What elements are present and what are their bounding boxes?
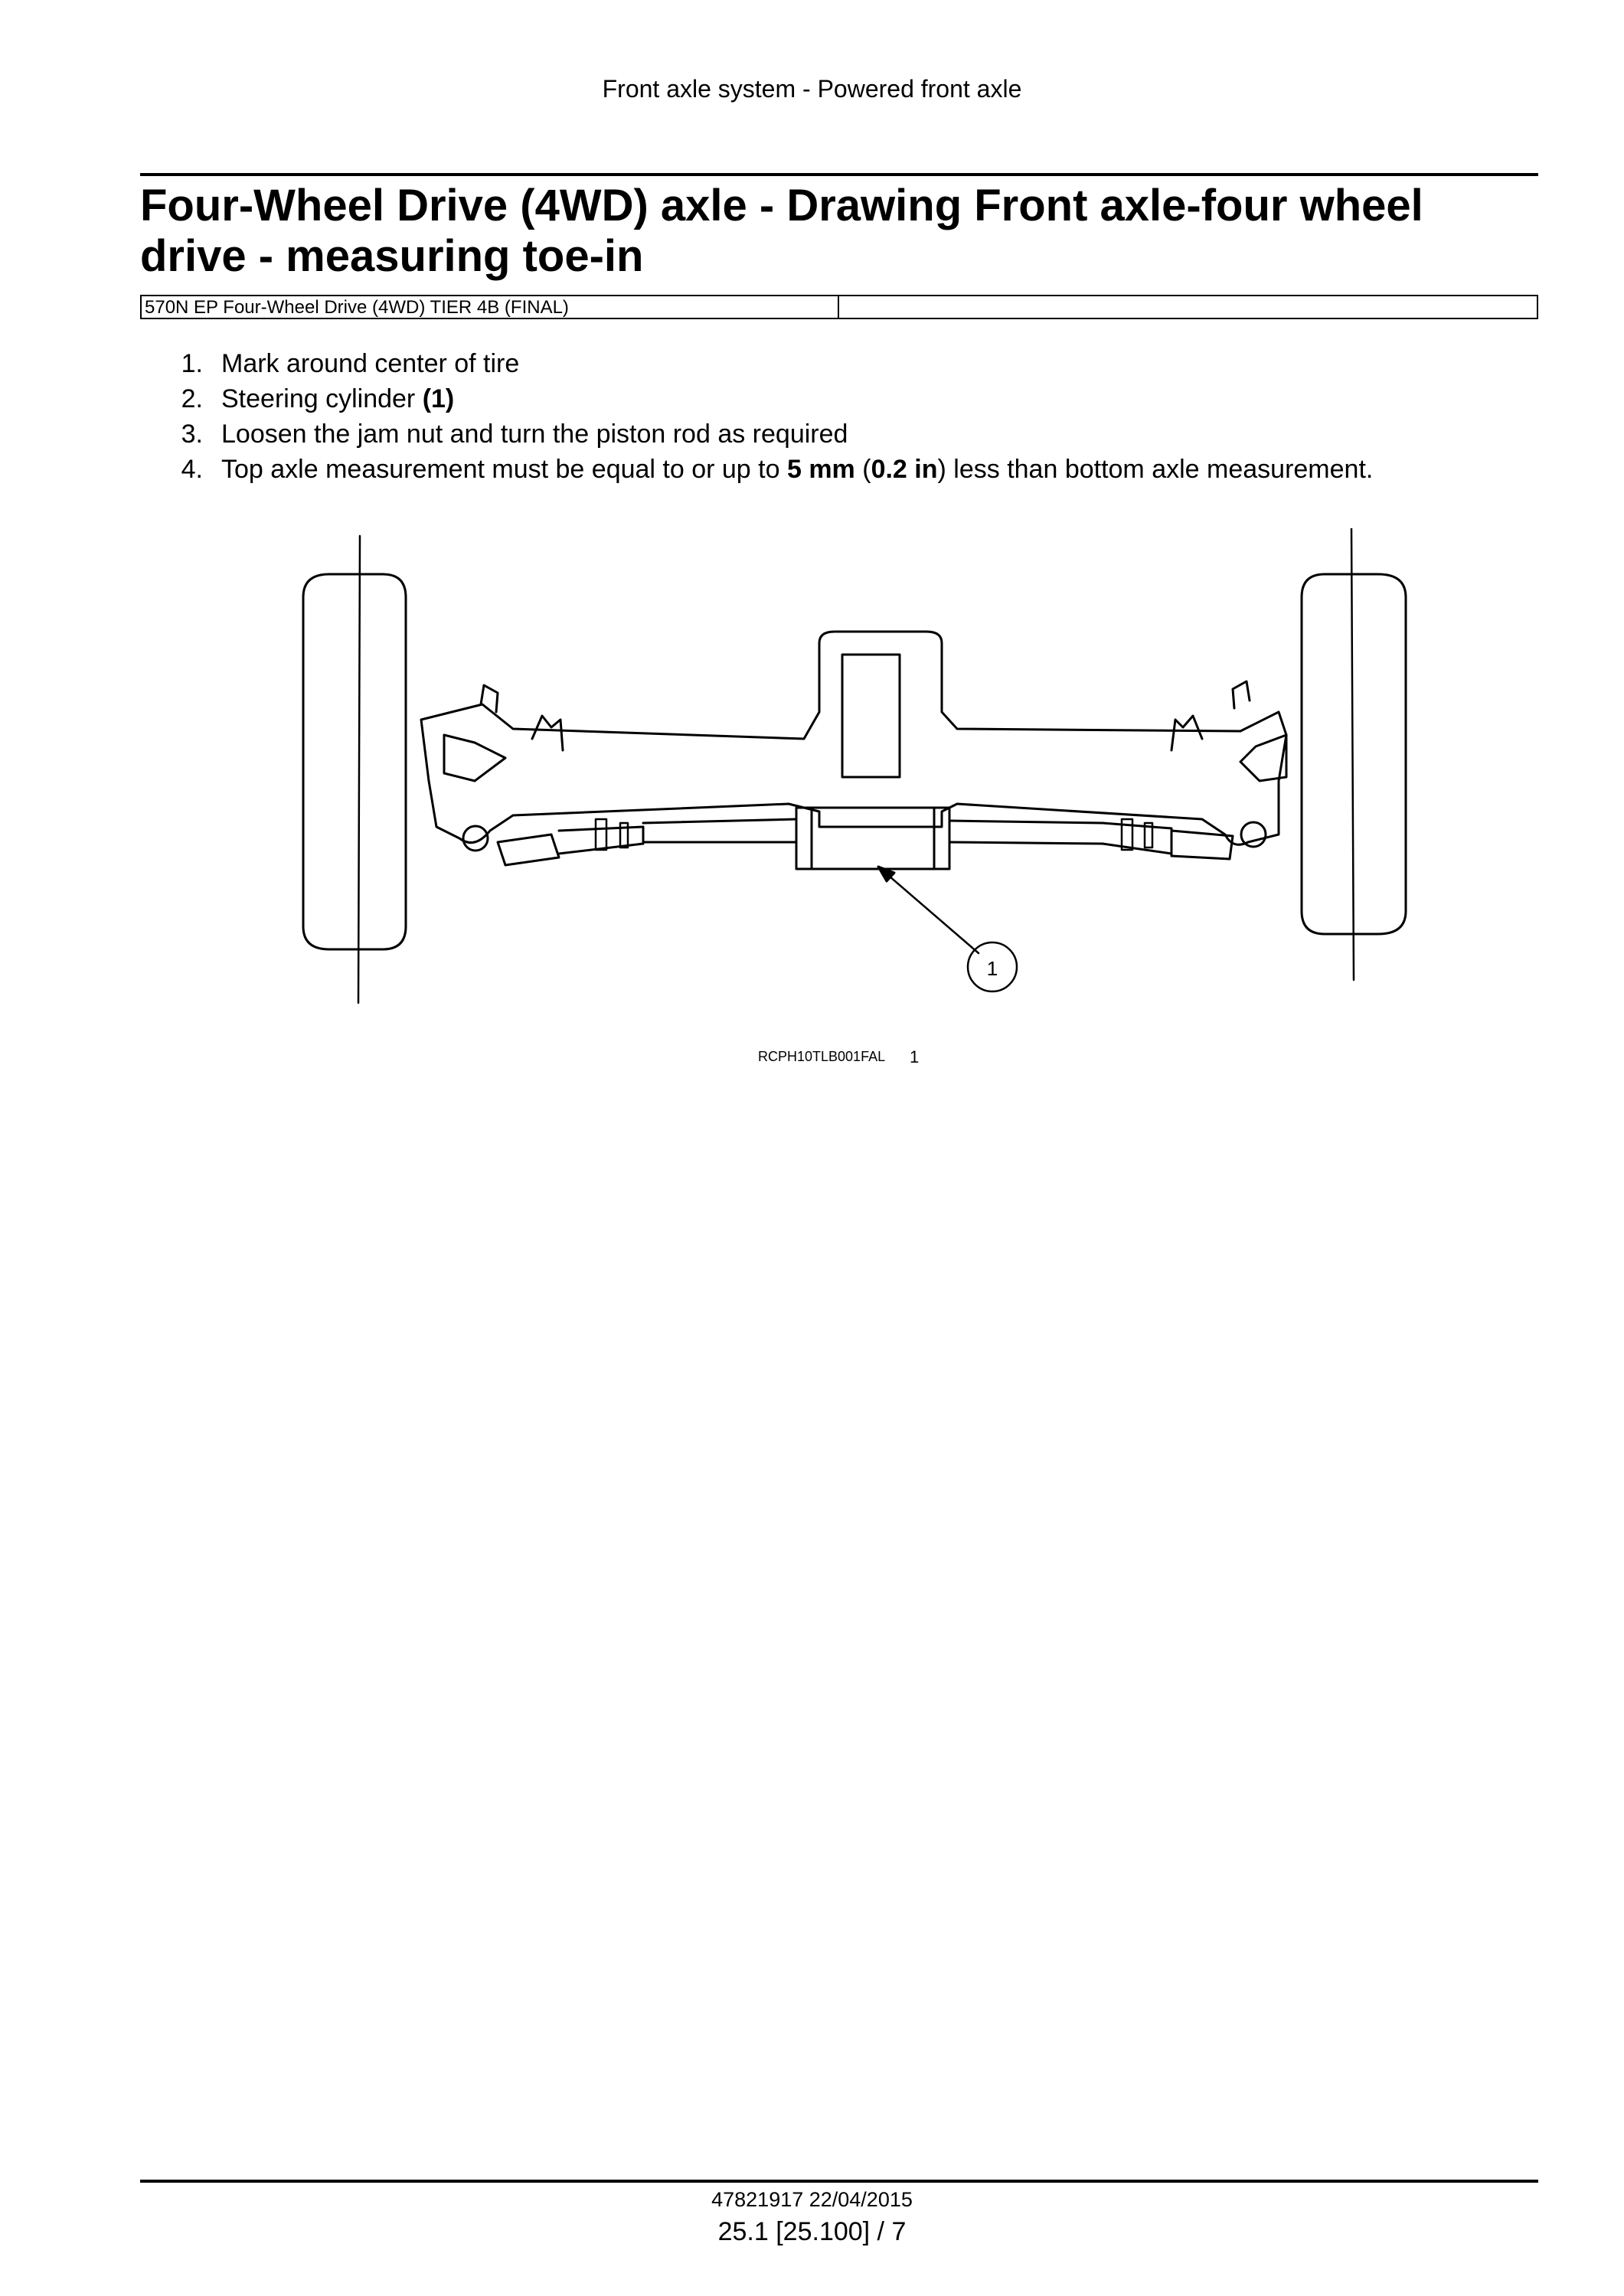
differential-window [841, 653, 901, 779]
axle-drawing: 1 [283, 527, 1447, 1018]
step-text-bold: 5 mm [786, 455, 855, 484]
applicability-cell-model: 570N EP Four-Wheel Drive (4WD) TIER 4B (… [142, 296, 839, 318]
step-text-bold: 0.2 in [871, 455, 938, 484]
footer-page-ref: 25.1 [25.100] / 7 [717, 2217, 907, 2246]
right-tire [1300, 573, 1407, 936]
left-piston-rod [642, 818, 798, 844]
footer-rule [140, 2180, 1538, 2183]
step-number: 3. [181, 420, 203, 449]
step-4: 4. Top axle measurement must be equal to … [140, 452, 1538, 487]
step-number: 4. [181, 455, 203, 484]
step-3: 3. Loosen the jam nut and turn the piston… [140, 416, 1538, 452]
step-text-run: Mark around center of tire [221, 349, 520, 378]
steering-cylinder [795, 806, 951, 870]
figure-caption-code: RCPH10TLB001FAL [758, 1049, 886, 1064]
right-steering-knuckle [1239, 733, 1288, 782]
left-pivot [462, 825, 489, 852]
step-text-bold: (1) [422, 384, 455, 413]
right-pivot [1240, 821, 1267, 848]
left-rod-end [496, 833, 560, 867]
step-text: Mark around center of tire [203, 346, 519, 381]
running-header: Front axle system - Powered front axle [602, 75, 1022, 103]
axle-housing [420, 630, 1288, 846]
left-tire-center-line [357, 534, 361, 1004]
step-text: Steering cylinder (1) [203, 381, 454, 416]
step-text-run: Top axle measurement must be equal to or… [221, 455, 787, 484]
callout-arrowhead [877, 865, 896, 883]
step-text-run: Steering cylinder [221, 384, 423, 413]
left-tire [302, 573, 407, 951]
step-2: 2.Steering cylinder (1) [140, 381, 1538, 416]
right-piston-rod [948, 819, 1104, 845]
step-text-run: ) less than bottom axle measurement. [937, 455, 1374, 484]
header-rule [140, 173, 1538, 176]
step-1: 1. Mark around center of tire [140, 346, 1538, 381]
step-text-run: Loosen the jam nut and turn the piston r… [221, 420, 848, 449]
axle-illustration: 1 [302, 527, 1407, 1004]
callout-circle [966, 941, 1018, 993]
left-steering-knuckle [443, 733, 507, 782]
step-text-run: ( [854, 455, 871, 484]
callout-label: 1 [987, 957, 998, 980]
figure-caption-number: 1 [910, 1047, 920, 1066]
footer-doc-info: 47821917 22/04/2015 [711, 2188, 913, 2211]
applicability-cell-empty [839, 296, 1537, 318]
callout-leader [877, 865, 980, 955]
step-text: Top axle measurement must be equal to or… [203, 452, 1373, 487]
step-number: 1. [181, 349, 203, 378]
step-text: Loosen the jam nut and turn the piston r… [203, 416, 848, 452]
applicability-table: 570N EP Four-Wheel Drive (4WD) TIER 4B (… [140, 295, 1538, 319]
right-tire-center-line [1350, 527, 1355, 981]
page-title: Four-Wheel Drive (4WD) axle - Drawing Fr… [140, 181, 1423, 281]
step-number: 2. [181, 384, 203, 413]
right-rod-end [1170, 829, 1234, 861]
